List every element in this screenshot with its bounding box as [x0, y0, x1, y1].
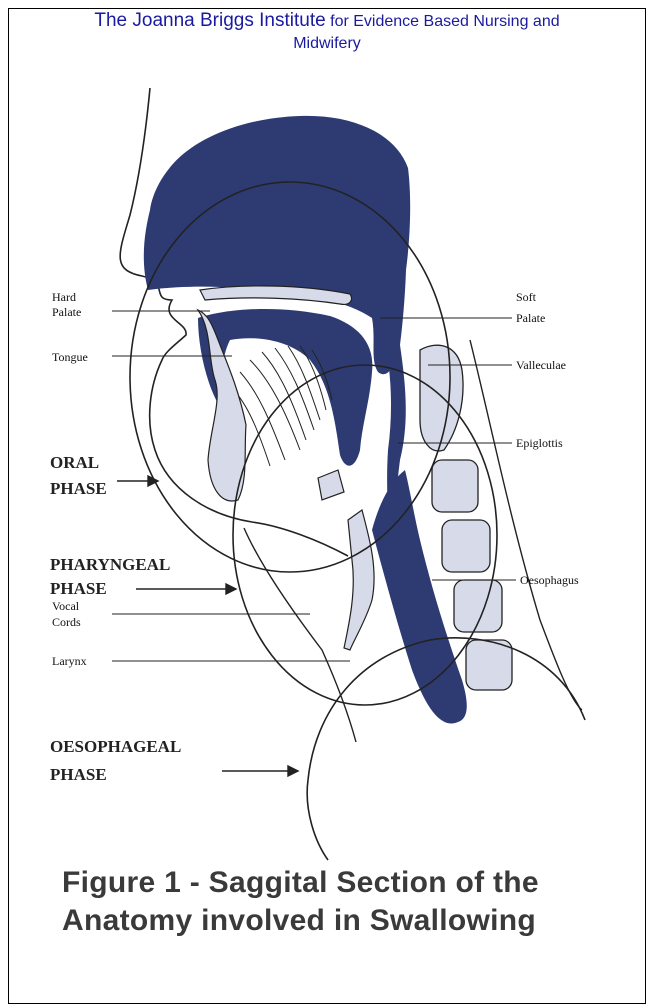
label-soft-palate: Soft [516, 290, 537, 304]
label-oesophageal-phase-2: PHASE [50, 765, 107, 784]
label-vocal-cords: Vocal [52, 599, 80, 613]
label-epiglottis: Epiglottis [516, 436, 563, 450]
label-larynx: Larynx [52, 654, 87, 668]
phase-arrows [117, 476, 298, 776]
larynx-cartilage [344, 510, 374, 650]
neck-front [244, 528, 356, 742]
label-pharyngeal-phase: PHARYNGEAL [50, 555, 170, 574]
label-vocal-cords-2: Cords [52, 615, 81, 629]
label-hard-palate: Hard [52, 290, 76, 304]
figure-caption: Figure 1 - Saggital Section of the Anato… [62, 864, 622, 940]
label-soft-palate-2: Palate [516, 311, 545, 325]
label-valleculae: Valleculae [516, 358, 566, 372]
label-oesophageal-phase: OESOPHAGEAL [50, 737, 181, 756]
caption-line-2: Anatomy involved in Swallowing [62, 902, 622, 940]
caption-line-1: Figure 1 - Saggital Section of the [62, 864, 622, 902]
label-oral-phase-2: PHASE [50, 479, 107, 498]
label-pharyngeal-phase-2: PHASE [50, 579, 107, 598]
label-oesophagus: Oesophagus [520, 573, 579, 587]
hyoid-bone [318, 470, 344, 500]
label-hard-palate-2: Palate [52, 305, 81, 319]
label-tongue: Tongue [52, 350, 88, 364]
label-oral-phase: ORAL [50, 453, 99, 472]
